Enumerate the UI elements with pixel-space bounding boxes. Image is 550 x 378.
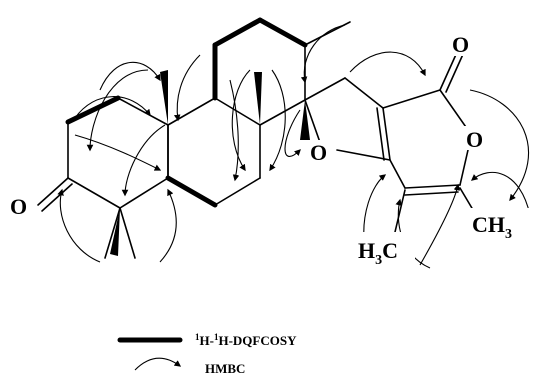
legend-hmbc-swatch [134,357,182,371]
lactone-carbonyl-o: O [452,32,469,57]
ring-o-lactone: O [466,127,483,152]
cosy-bonds [65,17,308,208]
stereo-wedges [110,70,310,256]
legend-hmbc-label: HMBC [205,361,245,376]
carbonyl-o-ring-a: O [10,194,27,219]
legend-cosy-label: 1H-1H-DQFCOSY [195,332,297,348]
atom-labels: O O O O H3C CH3 [8,32,540,268]
hmbc-arrows [57,24,531,269]
methyl-label-right: CH3 [472,212,512,242]
legend: 1H-1H-DQFCOSY HMBC [117,332,297,376]
methyl-label-left: H3C [358,238,398,268]
molecule-skeleton [37,19,483,259]
furan-o: O [310,140,327,165]
